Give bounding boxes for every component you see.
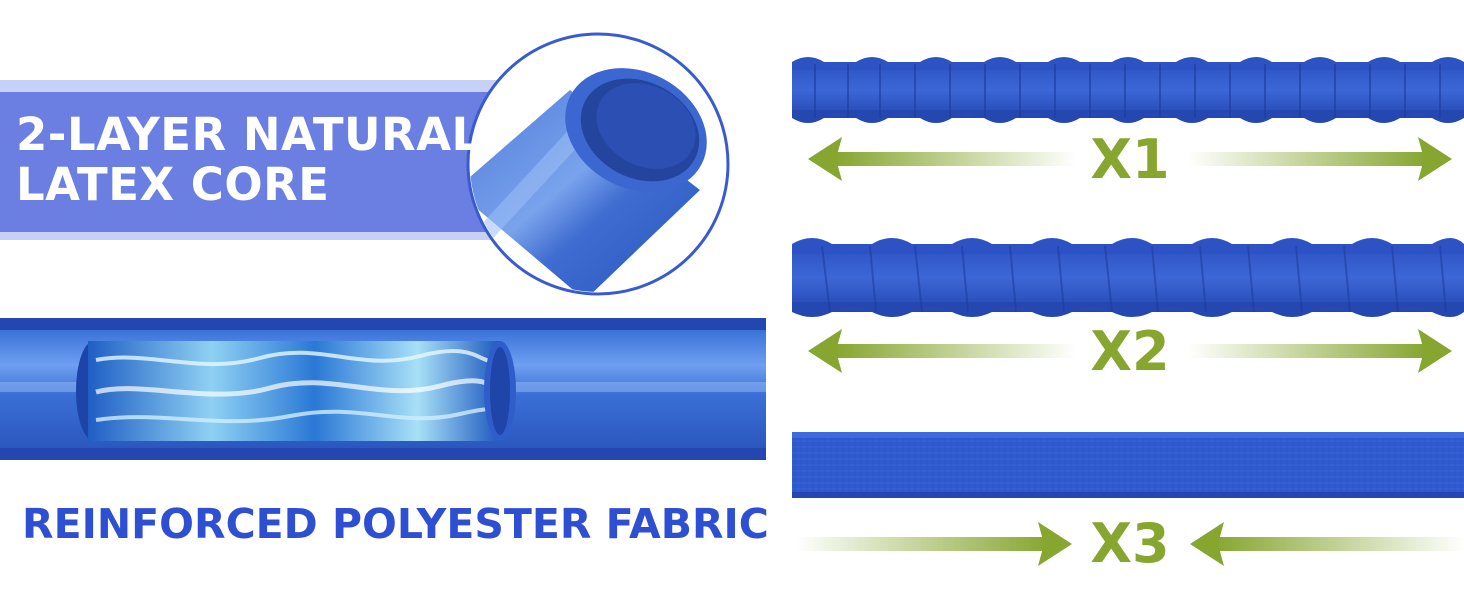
arrow-in-right-x3 [1190,522,1464,566]
multiplier-x3: X3 [1090,512,1170,575]
fabric-title: REINFORCED POLYESTER FABRIC [22,500,769,548]
latex-core-banner [0,80,520,240]
hose-contracted-x3 [792,432,1464,498]
core-banner-line1: 2-LAYER NATURAL [16,108,481,161]
arrow-in-left-x3 [796,522,1072,566]
hose-expanded-x1 [792,57,1464,123]
hose-expanded-x2 [792,238,1464,317]
core-banner-line2: LATEX CORE [16,158,330,211]
multiplier-x2: X2 [1090,320,1170,383]
multiplier-x1: X1 [1090,128,1170,191]
arrow-right-x2 [1188,329,1452,373]
hose-cross-section-icon [466,32,730,296]
arrow-right-x1 [1188,137,1452,181]
arrow-left-x2 [808,329,1076,373]
hose-water-cutaway-icon [0,318,766,460]
core-banner-title: 2-LAYER NATURAL LATEX CORE [16,110,481,210]
arrow-left-x1 [808,137,1076,181]
